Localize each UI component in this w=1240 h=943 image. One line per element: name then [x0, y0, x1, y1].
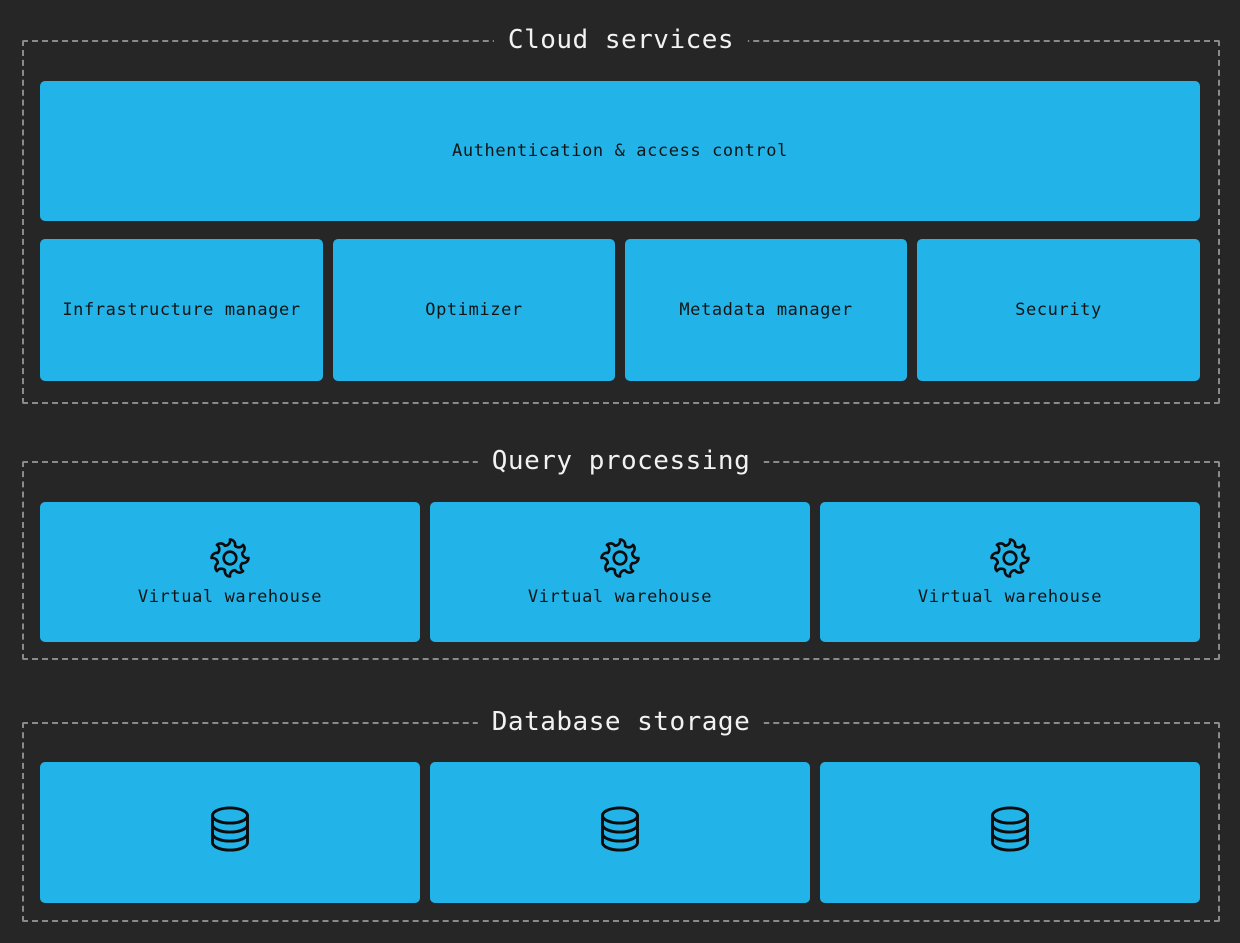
group-title-cloud-services: Cloud services: [493, 25, 749, 55]
node-security[interactable]: Security: [917, 239, 1200, 381]
node-metadata-manager[interactable]: Metadata manager: [625, 239, 907, 381]
node-virtual-warehouse-2[interactable]: Virtual warehouse: [430, 502, 810, 642]
node-label-auth-access-control: Authentication & access control: [452, 141, 788, 161]
group-title-query-processing: Query processing: [477, 446, 765, 476]
gear-icon: [599, 537, 641, 579]
node-database-storage-2[interactable]: [430, 762, 810, 903]
node-virtual-warehouse-1[interactable]: Virtual warehouse: [40, 502, 420, 642]
group-cloud-services: Cloud services: [22, 25, 1220, 404]
group-title-database-storage: Database storage: [477, 707, 765, 737]
database-icon: [597, 803, 643, 855]
gear-icon: [209, 537, 251, 579]
node-label-virtual-warehouse-2: Virtual warehouse: [527, 586, 713, 607]
node-label-virtual-warehouse-1: Virtual warehouse: [137, 586, 323, 607]
node-infrastructure-manager[interactable]: Infrastructure manager: [40, 239, 323, 381]
node-virtual-warehouse-3[interactable]: Virtual warehouse: [820, 502, 1200, 642]
node-label-virtual-warehouse-3: Virtual warehouse: [917, 586, 1103, 607]
group-database-storage: Database storage: [22, 707, 1220, 922]
node-label-metadata-manager: Metadata manager: [679, 300, 853, 320]
database-icon: [207, 803, 253, 855]
node-label-infrastructure-manager: Infrastructure manager: [62, 300, 301, 320]
node-optimizer[interactable]: Optimizer: [333, 239, 615, 381]
node-database-storage-1[interactable]: [40, 762, 420, 903]
database-icon: [987, 803, 1033, 855]
node-label-security: Security: [1015, 300, 1102, 320]
node-database-storage-3[interactable]: [820, 762, 1200, 903]
node-label-optimizer: Optimizer: [425, 300, 523, 320]
group-query-processing: Query processing: [22, 446, 1220, 660]
node-auth-access-control[interactable]: Authentication & access control: [40, 81, 1200, 221]
gear-icon: [989, 537, 1031, 579]
